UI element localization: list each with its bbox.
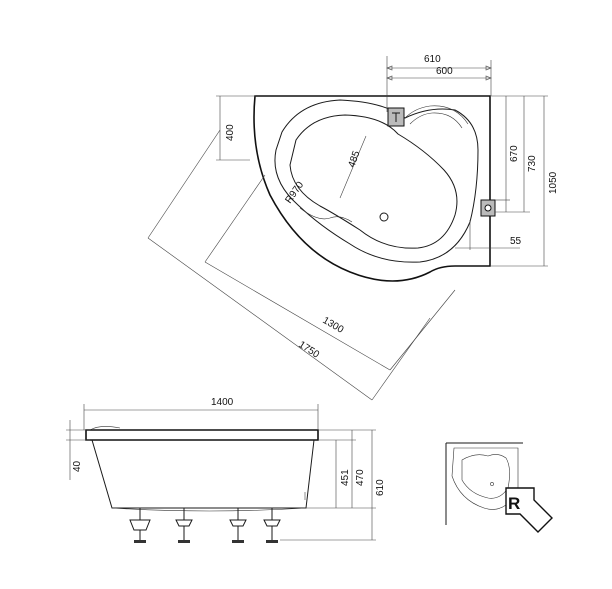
- side-view: 1400 40 451 470 610: [66, 397, 386, 543]
- dim-730: 730: [527, 155, 538, 172]
- tub-rim: [85, 429, 319, 441]
- dim-1750: 1750: [296, 339, 321, 361]
- dim-485: 485: [346, 149, 362, 169]
- dim-670: 670: [509, 145, 520, 162]
- dim-470: 470: [355, 469, 366, 486]
- seat-edge: [299, 207, 353, 223]
- tub-legs: [129, 508, 281, 543]
- armrest-line: [404, 105, 469, 125]
- plan-view: 610 600 400 485 R970 670 730 1050 55 130…: [147, 54, 559, 401]
- dim-1400: 1400: [211, 397, 234, 408]
- orientation-letter: R: [508, 494, 520, 513]
- dim-610-side: 610: [375, 479, 386, 496]
- dim-400-left: 400: [225, 124, 236, 141]
- dim-55: 55: [510, 236, 522, 247]
- dim-610-top: 610: [424, 54, 441, 65]
- arrow-icon: [505, 487, 553, 533]
- orientation-icon: R: [445, 442, 553, 533]
- tub-body: [91, 439, 315, 509]
- drain-icon: [379, 212, 389, 222]
- bowl-outer: [274, 99, 479, 263]
- dim-40: 40: [72, 460, 83, 472]
- armrest-line-inner: [409, 112, 463, 129]
- dim-600-top: 600: [436, 66, 453, 77]
- tub-outline: [253, 95, 491, 282]
- dim-1300: 1300: [321, 315, 346, 336]
- dim-1050: 1050: [548, 171, 559, 194]
- dim-451: 451: [340, 469, 351, 486]
- bowl-inner: [289, 114, 458, 249]
